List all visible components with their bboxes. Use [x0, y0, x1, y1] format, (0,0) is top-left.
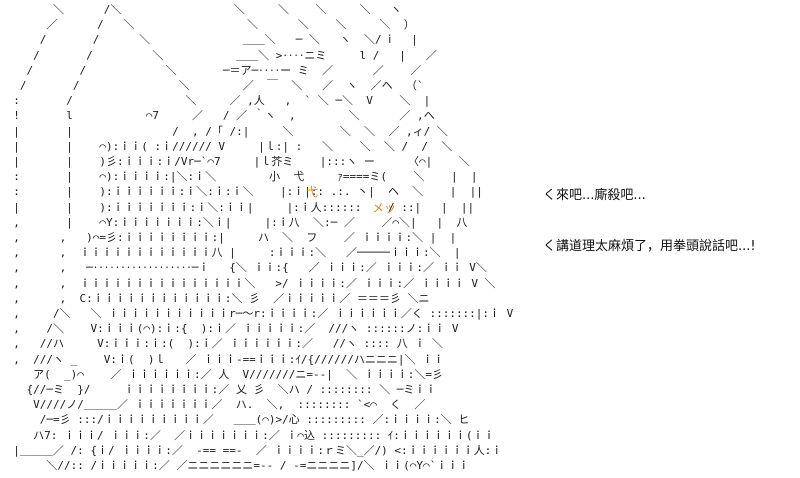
art-line: , //ハ V:ｉｉｉ:ｉ:( ):ｉ／ ｉｉｉｉｉｉ:／ //ヽ :::: 八… — [0, 337, 444, 351]
sound-effect-mark: 弋 — [306, 185, 319, 199]
art-line: : | ⌒):ｉｉｉｉ:|＼:ｉ＼ 小 弋 ｧ====ミ( ＼ | | — [0, 170, 478, 184]
art-line: , , ─‥‥‥‥‥‥‥‥‥─ｉ {＼ ｉｉ:{ ／ ｉｉｉ:／ ｉｉｉ:／ ｉ… — [0, 261, 487, 275]
art-line: ＼//:: /ｉｉｉｉｉ:／ ／ニニニニニニ=-- / -=ニニニニ]/＼ ｉｉ… — [0, 459, 470, 472]
art-line: / / ＼ ＿＿＼ >‥‥ニミ l / | ／ — [0, 48, 437, 62]
art-line: , , ｉｉｉｉｉｉｉｉｉｉｉｉ八 | :ｉｉｉ:＼ ／─────ｉｉｉ:＼ | — [0, 246, 461, 260]
art-line: , | ⌒Y:ｉｉｉｉｉｉｉ:＼ｉ| |:ｉ八 ＼:─ ／ ／⌒＼| | 八 — [0, 215, 468, 229]
art-line: ＼ /＼ ＼ ＼ ＼ ＼ ヽ — [0, 3, 402, 16]
art-line: | | )彡:ｉｉｉ:ｉ/Vr─`⌒7 |ｌ芥ミ |:::ヽ ー 〈⌒| ＼ — [0, 155, 470, 168]
art-line: / / ＼ ＿＿＼ ─ ＼ ヽ ＼/ ⅰ | — [0, 33, 418, 47]
art-line: / / ＼ ／ ￣ ＼ ／ ヽ ／ヘ （` — [0, 79, 424, 92]
art-line: / / ＼ ─＝ア─‥‥ー ミ ／ ／ ／ — [0, 63, 422, 77]
art-line: ／ / ＼ ＼ ＼ ＼ ＼ ） — [0, 18, 415, 32]
speech-text: く來吧...廝殺吧... く講道理太麻煩了，用拳頭說話吧...! — [543, 153, 756, 272]
art-line: V////ノ/＿＿＿／ ｉｉｉｉｉｉｉ／ ハ. ＼, :::::::: `<⌒ … — [0, 398, 426, 412]
art-line: |＿＿＿／ /: {ｉ/ ｉｉｉｉ:／ -== ==- ／ ｉｉｉｉ:ｒミ＼_／… — [0, 443, 503, 457]
speech-line-2: く講道理太麻煩了，用拳頭說話吧...! — [543, 239, 756, 254]
art-line: : / ＼ ／ ,人 , ` ＼ ─＼ V ＼ | — [0, 94, 431, 108]
speech-line-1: く來吧...廝殺吧... — [543, 188, 646, 203]
sound-effect-mark: メッ — [372, 201, 397, 215]
art-line: ! l ⌒7 ／ / ／ ｀ヽ , ＼ ／ ,ヘ — [0, 109, 435, 123]
art-line: /─=彡 :::/ｉｉｉｉｉｉｉｉｉ／ ＿＿(⌒)>/心 ::::::::: ／… — [0, 413, 470, 427]
art-line: {//─ミ }/ ｉｉｉｉｉｉｉｉ:／ 乂 彡 ＼ハ / :::::::: ＼ … — [0, 383, 437, 396]
art-line: : | ):ｉｉｉｉｉｉ:ｉ＼:ｉ:ｉ＼ |:ｉ|:: .:. 丶| ヘ ＼ |… — [0, 185, 483, 199]
art-line: , , C:ｉｉｉｉｉｉｉｉｉｉｉｉ:＼ 彡 ／ｉｉｉｉｉ／ ＝＝＝彡 ＼ニ — [0, 291, 430, 305]
art-line: | | ):ｉｉｉｉｉｉｉ:ｉ＼:ｉｉ| |:ｉ人:::::: / ::| | … — [0, 200, 475, 214]
art-line: , /＼ V:ｉｉｉ(⌒):ｉ:{ ):ｉ／ ｉｉｉｉｉ:／ ///ヽ ::::… — [0, 322, 459, 336]
art-line: | | ⌒):ｉｉ( :ｉ////// V |ｌ:| : ＼ ＼ ＼ / / ＼ — [0, 139, 453, 153]
art-line: ハ7: ｉｉｉ/ ｉｉｉ:／ ／ｉｉｉｉｉｉｉ:／ ｉ⌒込 ::::::::: … — [0, 428, 495, 442]
art-line: , ///ヽ _ V:ｉ( )ｌ ／ ｉｉｉ-==ｉｉｉ:ｲ/{//////ハニ… — [0, 352, 445, 366]
art-line: , , ｉｉｉｉｉｉｉｉｉｉｉｉｉｉｉ＼ >/ ｉｉｉｉ:／ ｉｉｉ:／ ｉｉｉ… — [0, 276, 496, 290]
art-line: | | / , /「 /:| ＼ ＼ ＼ ／ ,ィ/ ＼ — [0, 124, 448, 138]
art-line: ア( _)⌒ ／ ｉｉｉｉｉｉ:／ 人 V///////ニ=--| ＼ ｉｉｉｉ… — [0, 367, 444, 381]
art-line: , , )⌒=彡:ｉｉｉｉｉｉｉｉ:| ハ ＼ フ ／ ｉｉｉｉ:＼ | | — [0, 231, 457, 244]
art-line: , /＼ ＼ ｉｉｉｉｉｉｉｉｉｉｉr─〜r:ｉｉｉｉ:／ ｉｉｉｉｉｉ／く :… — [0, 307, 514, 320]
